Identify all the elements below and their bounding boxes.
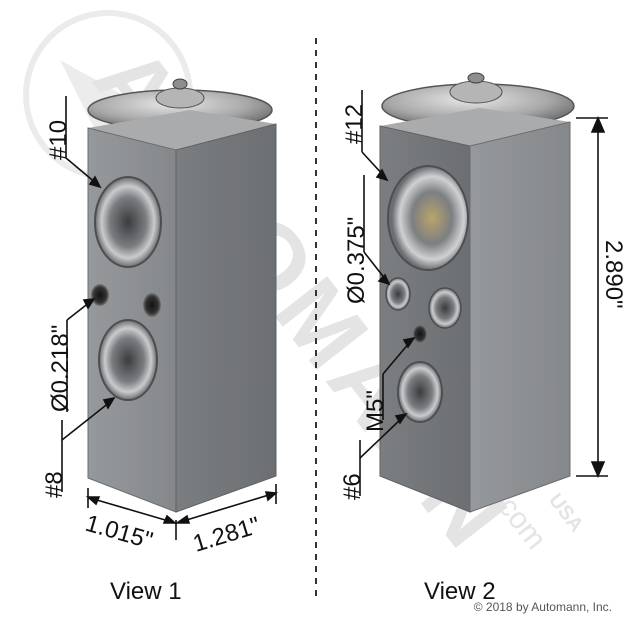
valve-block-side: [175, 123, 277, 513]
watermark-mark: USA: [544, 490, 587, 537]
label-port-0375: Ø0.375": [343, 217, 370, 304]
label-port-6: #6: [339, 473, 366, 500]
leader-m5-arrow: [382, 341, 411, 375]
dim-1015-arrow-right-icon: [162, 514, 178, 524]
valve-block-top: [88, 110, 276, 150]
view-2-caption: View 2: [424, 578, 496, 605]
view-2-valve: [379, 72, 575, 513]
port-8: [98, 319, 158, 401]
dim-1281-arrow-left-icon: [174, 514, 191, 524]
view-1-valve: [87, 78, 277, 513]
valve-top-stem: [467, 72, 485, 84]
leader-6-arrowhead-icon: [394, 412, 408, 425]
view-1-leaders: [61, 96, 116, 492]
leader-0375-arrow: [363, 251, 387, 281]
copyright-notice: © 2018 by Automann, Inc.: [473, 600, 612, 614]
valve-top-dome: [155, 87, 205, 109]
valve-top-stem: [172, 78, 188, 90]
label-port-10: #10: [45, 120, 72, 160]
valve-block-front: [469, 121, 571, 513]
port-10: [94, 176, 162, 268]
label-dim-2890: 2.890": [600, 240, 627, 309]
dim-1015-arrow-left-icon: [85, 496, 101, 506]
port-6: [397, 361, 443, 423]
port-secondary: [428, 287, 462, 329]
view-1-caption: View 1: [110, 578, 182, 605]
leader-10-arrowhead-icon: [88, 175, 102, 189]
leader-6-arrow: [359, 417, 403, 459]
leader-8-arrowhead-icon: [102, 396, 116, 410]
view-2-dimension-lines: [576, 115, 608, 479]
view-1-dimension-lines: [85, 484, 278, 540]
label-port-12: #12: [341, 104, 368, 144]
label-dim-1281: 1.281": [190, 512, 263, 558]
dim-2890-arrow-bottom-icon: [590, 461, 606, 479]
leader-0218-arrowhead-icon: [82, 298, 96, 310]
leader-m5-arrowhead-icon: [402, 336, 416, 349]
label-dim-1015: 1.015": [82, 510, 155, 555]
leader-10-arrow: [65, 157, 98, 185]
dim-1281-arrow-right-icon: [264, 491, 278, 502]
dim-1015-line: [89, 497, 173, 523]
valve-top-dome: [449, 80, 503, 104]
label-port-8: #8: [41, 471, 68, 498]
label-thread-m5: M5": [362, 390, 389, 432]
port-12: [387, 165, 469, 271]
leader-12-arrowhead-icon: [375, 168, 389, 182]
dim-1281-line: [179, 493, 273, 523]
leader-0375-arrowhead-icon: [377, 273, 391, 286]
leader-8-arrow: [61, 401, 111, 441]
label-bleed-0218: Ø0.218": [47, 325, 74, 412]
view-2-leaders: [359, 90, 416, 496]
port-0375: [385, 277, 411, 311]
thread-hole-m5: [413, 325, 427, 343]
dim-2890-arrow-top-icon: [590, 115, 606, 133]
bleed-hole-secondary: [143, 293, 161, 317]
bleed-hole-0218: [91, 284, 109, 306]
